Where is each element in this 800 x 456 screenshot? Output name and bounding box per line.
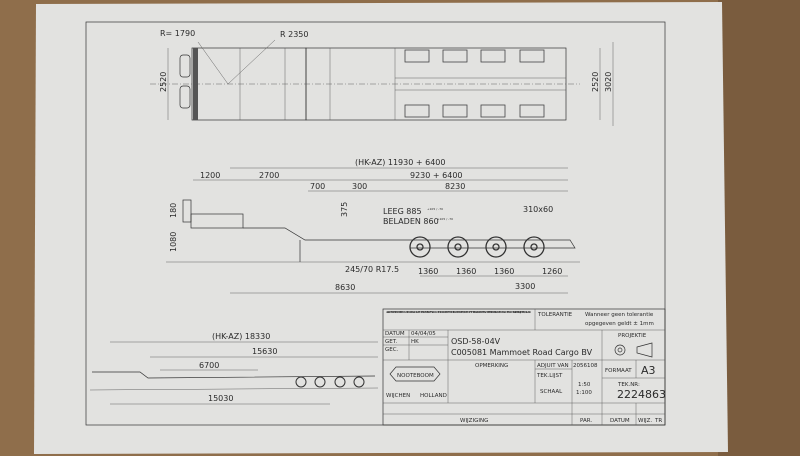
drawing-frame — [85, 21, 666, 426]
projektie-label: PROJEKTIE — [618, 333, 647, 339]
schaal-value: 1:50 — [578, 382, 591, 388]
brand-logo-text: NOOTEBOOM — [397, 373, 434, 379]
title-block: ALL RIGHTS RESERVED REPRODUCTION OR DISC… — [382, 308, 666, 426]
deck-length-label: 9230 + 6400 — [410, 171, 463, 180]
front-wall — [182, 199, 192, 223]
nooteboom-logo — [389, 366, 441, 382]
offset-label: 300 — [352, 182, 367, 191]
radius-rear-label: R 2350 — [280, 30, 308, 39]
country-text: HOLLAND — [420, 393, 447, 399]
get-label: GET. — [385, 339, 397, 345]
datum-column-label: DATUM — [610, 418, 630, 424]
tr-label: TR — [654, 418, 662, 424]
extension-label: 6700 — [199, 361, 219, 370]
table-right — [718, 0, 800, 456]
radius-line — [227, 39, 276, 85]
radius-line — [197, 41, 229, 85]
gooseneck — [190, 213, 244, 229]
schaal-label: SCHAAL — [540, 389, 563, 395]
datum-value: 04/04/05 — [411, 331, 436, 337]
datum-label: DATUM — [385, 331, 405, 337]
profile-label: 310x60 — [523, 205, 553, 214]
extended-view: (HK-AZ) 18330 15630 6700 15030 — [89, 332, 379, 405]
top-wheels — [404, 49, 545, 118]
opmerking-label: OPMERKING — [475, 363, 508, 369]
width-left-label: 2520 — [159, 72, 168, 92]
gooseneck-label: 2700 — [259, 171, 279, 180]
title-block-frame — [382, 308, 666, 426]
wijziging-label: WIJZIGING — [460, 418, 488, 424]
tek-nr-label: TEK.NR: — [617, 382, 640, 388]
projection-symbol-icon — [614, 342, 653, 358]
formaat-value: A3 — [641, 364, 656, 377]
extended-deck-label: 15630 — [252, 347, 277, 356]
leeg-label: LEEG 885 — [383, 207, 422, 216]
customer-name: C005081 Mammoet Road Cargo BV — [451, 348, 593, 357]
kingpin-to-center-label: 8630 — [335, 283, 355, 292]
front-light — [179, 85, 191, 109]
wijz-label: WIJZ. — [638, 418, 652, 424]
schaal-value: 1:100 — [576, 390, 592, 396]
gec-label: GEC. — [385, 347, 399, 353]
beladen-label: BELADEN 860 — [383, 217, 439, 226]
paper-sheet — [34, 2, 728, 454]
overall-width-label: 3020 — [604, 72, 613, 92]
kingpin-to-axle-label: 15030 — [208, 394, 233, 403]
tolerantie-text: Wanneer geen tolerantie — [585, 312, 654, 318]
leeg-tolerance: +105 / -70 — [427, 207, 443, 211]
tire-label: 245/70 R17.5 — [345, 265, 399, 274]
axle-group-label: 3300 — [515, 282, 535, 291]
adjust-label: ADJUIT VAN — [537, 363, 569, 369]
neck-height-label: 180 — [169, 203, 178, 218]
side-view: (HK-AZ) 11930 + 6400 1200 2700 9230 + 64… — [166, 158, 580, 294]
formaat-label: FORMAAT — [605, 368, 632, 374]
par-label: PAR. — [580, 418, 592, 424]
tek-lijst-label: TEK.LIJST — [536, 373, 563, 379]
tolerantie-text: opgegeven geldt ± 1mm — [585, 321, 654, 327]
front-light — [179, 54, 191, 78]
disclaimer-text: ALL RIGHTS RESERVED REPRODUCTION OR DISC… — [386, 310, 532, 314]
ground-line — [89, 387, 379, 391]
beladen-tolerance: +105 / -70 — [437, 217, 453, 221]
width-right-label: 2520 — [591, 72, 600, 92]
tolerantie-label: TOLERANTIE — [537, 312, 573, 318]
axle-spacing-label: 1360 — [494, 267, 514, 276]
adjust-value: 2056108 — [573, 363, 598, 369]
front-overhang-label: 1200 — [200, 171, 220, 180]
fifth-wheel-height-label: 1080 — [169, 232, 178, 252]
side-wheels — [409, 236, 545, 258]
top-view: R= 1790 R 2350 2520 2520 3020 — [150, 29, 614, 126]
bed-length-label: 8230 — [445, 182, 465, 191]
neck-step-label: 700 — [310, 182, 325, 191]
rear-overhang-label: 1260 — [542, 267, 562, 276]
extended-chassis — [92, 371, 376, 379]
axle-spacing-label: 1360 — [418, 267, 438, 276]
city-text: WIJCHEN — [386, 393, 410, 399]
chassis — [243, 227, 576, 249]
tek-nr-value: 2224863 — [617, 388, 666, 401]
radius-front-label: R= 1790 — [160, 29, 195, 38]
get-value: HK — [411, 339, 419, 345]
step-height-label: 375 — [340, 202, 349, 217]
extended-wheels — [295, 376, 365, 388]
drawing-code: OSD-58-04V — [451, 337, 501, 346]
total-length-label: (HK-AZ) 11930 + 6400 — [355, 158, 445, 167]
axle-spacing-label: 1360 — [456, 267, 476, 276]
extended-total-label: (HK-AZ) 18330 — [212, 332, 270, 341]
